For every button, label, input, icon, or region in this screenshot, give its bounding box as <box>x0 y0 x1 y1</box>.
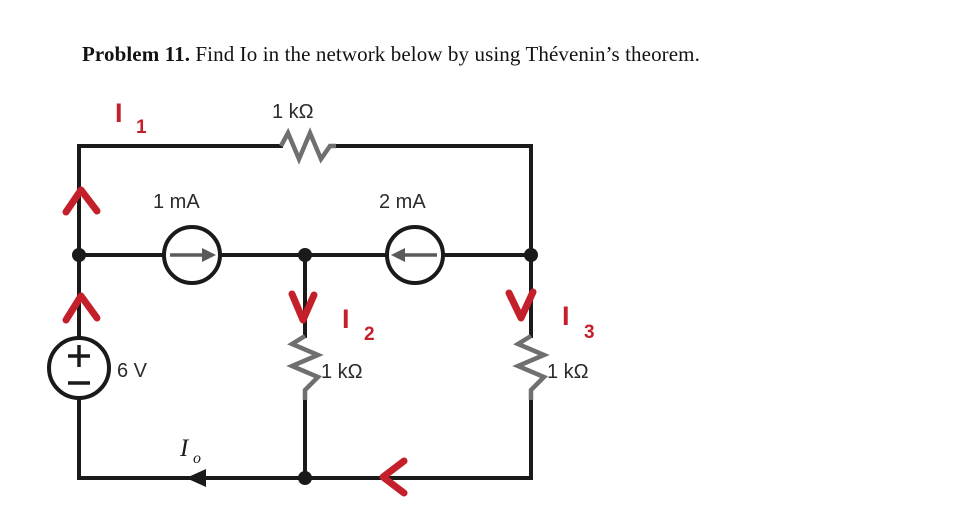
page-title: Problem 11. Find Io in the network below… <box>82 42 942 67</box>
voltage-source-body <box>47 336 111 400</box>
annotation-i3-subscript: 3 <box>584 322 595 343</box>
annotation-i2: I 2 <box>342 304 375 345</box>
right-resistor: 1 kΩ <box>512 334 589 400</box>
node-right <box>524 248 538 262</box>
right-resistor-symbol <box>512 334 550 400</box>
middle-resistor-label: 1 kΩ <box>321 361 363 383</box>
top-resistor-symbol <box>279 127 336 165</box>
node-middle-bottom <box>298 471 312 485</box>
io-symbol: I <box>179 435 190 462</box>
annotation-i3: I 3 <box>562 301 595 343</box>
problem-statement: Find Io in the network below by using Th… <box>190 42 700 66</box>
current-source-2ma-label: 2 mA <box>379 191 426 213</box>
voltage-source-6v: 6 V <box>47 336 148 400</box>
handwritten-annotations <box>62 186 537 497</box>
annotation-arrow-right <box>505 288 537 322</box>
annotation-arrow-bottom <box>379 457 408 497</box>
voltage-source-label: 6 V <box>117 360 148 382</box>
annotation-arrow-left-upper <box>62 186 101 216</box>
annotation-i3-symbol: I <box>562 301 570 331</box>
annotation-arrow-left-lower <box>62 292 101 324</box>
right-resistor-label: 1 kΩ <box>547 361 589 383</box>
io-subscript: o <box>193 450 201 467</box>
io-current-marker: I o <box>179 435 206 487</box>
node-middle-top <box>298 248 312 262</box>
current-source-2ma: 2 mA <box>379 191 445 285</box>
annotation-i2-subscript: 2 <box>364 324 375 345</box>
current-source-1ma-label: 1 mA <box>153 191 200 213</box>
annotation-i1-symbol: I <box>115 98 123 128</box>
annotation-arrow-middle <box>288 290 318 324</box>
annotation-i2-symbol: I <box>342 304 350 334</box>
middle-resistor: 1 kΩ <box>286 334 363 400</box>
current-source-2ma-arrow-head <box>391 248 405 262</box>
middle-resistor-symbol <box>286 334 324 400</box>
current-source-1ma-arrow-head <box>202 248 216 262</box>
top-resistor: 1 kΩ <box>272 101 336 165</box>
circuit-nodes <box>72 248 538 485</box>
io-arrow-head <box>186 469 206 487</box>
node-left <box>72 248 86 262</box>
problem-number: Problem 11. <box>82 42 191 66</box>
annotation-i1: I 1 <box>115 98 147 138</box>
top-resistor-label: 1 kΩ <box>272 101 314 123</box>
annotation-i1-subscript: 1 <box>136 117 147 138</box>
current-source-1ma: 1 mA <box>153 191 222 285</box>
